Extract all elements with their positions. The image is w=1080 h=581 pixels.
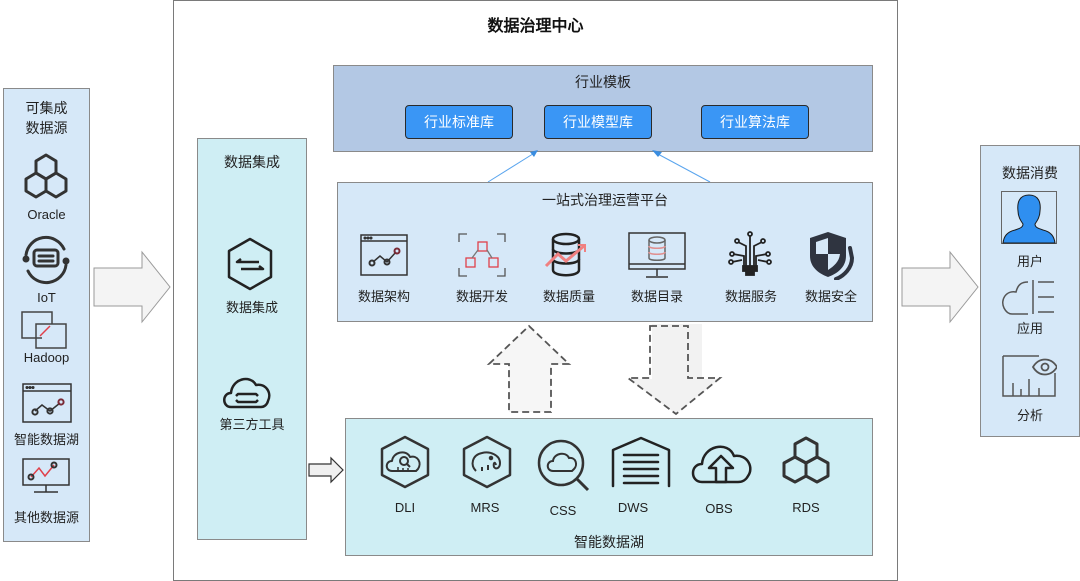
platform-label-catalog: 数据目录	[630, 289, 683, 304]
dashed-arrow-down	[625, 324, 723, 416]
source-label-oracle: Oracle	[27, 207, 66, 222]
consumption-label-user: 用户	[1016, 254, 1043, 269]
lake-label-dli: DLI	[394, 500, 416, 515]
consumption-label-app: 应用	[1016, 321, 1043, 336]
user-avatar-icon[interactable]	[1001, 191, 1057, 244]
chart-monitor-icon	[22, 458, 70, 494]
flow-arrow-integration-to-lake	[307, 456, 345, 484]
platform-to-template-connectors	[487, 150, 711, 183]
cloud-app-icon[interactable]	[1000, 278, 1056, 316]
integration-panel	[197, 138, 307, 540]
dli-hexagon-icon[interactable]	[376, 435, 434, 489]
industry-model-library-button[interactable]: 行业模型库	[544, 105, 652, 139]
consumption-title: 数据消费	[1002, 165, 1058, 181]
smart-data-lake-panel	[345, 418, 873, 556]
industry-template-title: 行业模板	[575, 74, 631, 90]
architecture-chart-icon[interactable]	[360, 234, 408, 276]
cloud-tool-icon	[219, 369, 275, 411]
flow-arrow-center-to-consumption	[900, 250, 980, 325]
security-shield-icon[interactable]	[808, 230, 854, 280]
hexagon-cluster-icon	[16, 152, 76, 206]
source-label-iot: IoT	[37, 290, 56, 305]
lake-label-rds: RDS	[792, 500, 820, 515]
css-search-cloud-icon[interactable]	[534, 438, 594, 494]
source-label-smart-lake: 智能数据湖	[13, 432, 79, 447]
source-label-hadoop: Hadoop	[23, 350, 70, 365]
consumption-label-analysis: 分析	[1016, 408, 1043, 423]
lake-label-dws: DWS	[617, 500, 649, 515]
page-title: 数据治理中心	[487, 18, 584, 35]
integration-title: 数据集成	[224, 154, 280, 170]
platform-label-architecture: 数据架构	[357, 289, 410, 304]
flow-arrow-sources-to-center	[92, 250, 172, 325]
development-flow-icon[interactable]	[457, 232, 507, 278]
iot-sync-icon	[18, 233, 74, 287]
lake-label-mrs: MRS	[470, 500, 500, 515]
integration-label-data: 数据集成	[225, 300, 278, 315]
industry-standard-library-button[interactable]: 行业标准库	[405, 105, 513, 139]
mrs-elephant-icon[interactable]	[458, 435, 516, 489]
source-label-other: 其他数据源	[13, 510, 79, 525]
sources-panel	[3, 88, 90, 542]
industry-algorithm-library-button[interactable]: 行业算法库	[701, 105, 809, 139]
dws-warehouse-icon[interactable]	[610, 436, 672, 488]
sources-title-line2: 数据源	[25, 120, 68, 136]
quality-database-icon[interactable]	[544, 232, 596, 278]
platform-label-service: 数据服务	[724, 289, 777, 304]
service-circuit-icon[interactable]	[728, 230, 772, 278]
platform-title: 一站式治理运营平台	[542, 192, 668, 208]
hadoop-squares-icon	[20, 310, 70, 352]
integration-label-third-party: 第三方工具	[219, 417, 285, 432]
obs-upload-cloud-icon[interactable]	[688, 438, 754, 486]
lake-label-obs: OBS	[705, 501, 733, 516]
dashed-arrow-up	[486, 324, 572, 413]
catalog-monitor-icon[interactable]	[628, 232, 686, 280]
analysis-eye-icon[interactable]	[1001, 355, 1057, 397]
platform-label-quality: 数据质量	[542, 289, 595, 304]
smart-data-lake-title: 智能数据湖	[574, 534, 644, 550]
line-chart-window-icon	[22, 383, 72, 423]
sources-title-line1: 可集成	[25, 100, 68, 116]
platform-label-security: 数据安全	[804, 289, 857, 304]
lake-label-css: CSS	[549, 503, 577, 518]
platform-label-development: 数据开发	[455, 289, 508, 304]
exchange-hexagon-icon	[222, 236, 278, 292]
rds-hexagon-cluster-icon[interactable]	[775, 435, 837, 489]
governance-platform-panel	[337, 182, 873, 322]
